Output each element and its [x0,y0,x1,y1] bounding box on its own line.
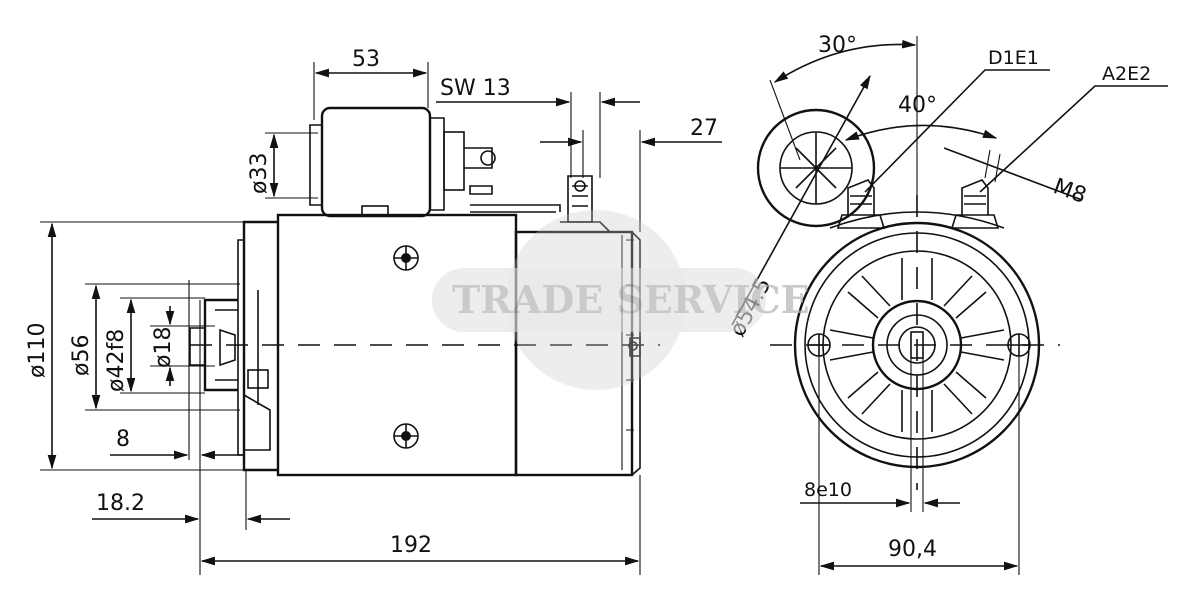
dim-18-2: 18.2 [92,470,290,575]
solenoid-body [320,106,432,218]
dim-90-4: 90,4 [818,356,1020,575]
label-a2e2-text: A2E2 [1102,63,1151,85]
terminal-d1e1 [836,179,886,229]
dim-8e10-label: 8e10 [804,479,852,501]
dim-8e10: 8e10 [800,358,960,512]
dim-phi56-label: ø56 [69,335,94,376]
dim-8-label: 8 [116,427,130,452]
dim-phi18: ø18 [150,306,215,386]
dim-27-label: 27 [690,116,718,141]
dim-phi33: ø33 [247,132,318,199]
dim-angle-40-label: 40° [898,93,937,118]
label-d1e1: D1E1 [864,47,1050,193]
label-a2e2: A2E2 [979,63,1168,193]
dim-sw13: SW 13 [436,76,640,178]
dim-phi18-label: ø18 [151,327,176,368]
watermark-text: TRADE SERVICE [452,277,810,322]
watermark: TRADE SERVICE [432,210,810,390]
side-view: 53 SW 13 27 ø33 ø1 [25,47,722,575]
dim-phi33-label: ø33 [247,153,272,194]
front-flange [242,220,278,472]
label-d1e1-text: D1E1 [988,47,1039,69]
dim-27: 27 [540,116,722,232]
dim-m8-label: M8 [1050,174,1090,209]
bolt-upper [393,245,419,271]
terminal-stud-side [560,175,612,233]
dim-sw13-label: SW 13 [440,76,511,101]
dim-8: 8 [110,280,245,470]
solenoid-end [756,108,876,228]
dim-192: 192 [200,475,641,575]
dim-phi42f8-label: ø42f8 [104,329,129,392]
dim-53: 53 [313,47,429,120]
terminal-a2e2 [950,179,1000,229]
cable [470,204,561,212]
dim-18-2-label: 18.2 [96,491,145,516]
dim-phi42f8: ø42f8 [104,297,205,394]
dim-angle-30: 30° [769,33,918,200]
dim-phi110: ø110 [25,221,244,471]
dim-53-label: 53 [352,47,380,72]
dim-angle-40: 40° [844,93,998,141]
end-ribs [829,258,1005,432]
dim-phi56: ø56 [69,283,240,411]
dim-angle-30-label: 30° [818,33,857,58]
bolt-lower [393,423,419,449]
dim-192-label: 192 [390,533,432,558]
dim-phi110-label: ø110 [25,323,50,378]
dim-90-4-label: 90,4 [888,537,937,562]
